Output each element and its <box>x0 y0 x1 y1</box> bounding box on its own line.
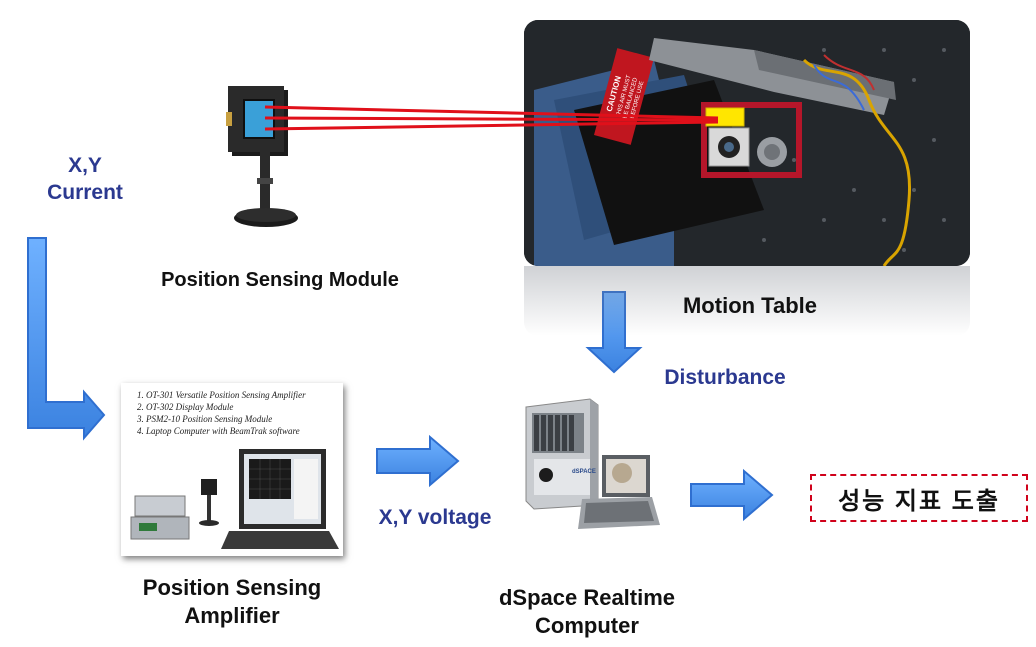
current-to-amplifier-arrow <box>27 237 106 441</box>
dspace-label-line2: Computer <box>535 613 639 638</box>
disturbance-down-arrow <box>585 291 643 374</box>
position-sensing-module-label: Position Sensing Module <box>161 269 399 291</box>
dspace-computer-photo: dSPACE <box>525 398 660 529</box>
disturbance-label: Disturbance <box>664 366 786 389</box>
amplifier-label-line2: Amplifier <box>184 603 280 628</box>
amplifier-component-list: 1. OT-301 Versatile Position Sensing Amp… <box>137 389 337 437</box>
motion-table-reflection <box>524 266 970 336</box>
xy-current-label: X,Y Current <box>30 152 140 206</box>
voltage-right-arrow <box>376 434 460 488</box>
xy-current-line1: X,Y <box>68 154 102 177</box>
result-right-arrow <box>690 468 774 522</box>
list-item: 3. PSM2-10 Position Sensing Module <box>137 414 273 424</box>
amplifier-equipment <box>130 449 339 549</box>
list-item: 2. OT-302 Display Module <box>137 402 234 412</box>
dspace-label: dSpace Realtime Computer <box>480 584 694 640</box>
position-sensing-module-photo <box>226 86 298 227</box>
dspace-brand-text: dSPACE <box>572 469 596 475</box>
amplifier-photo: 1. OT-301 Versatile Position Sensing Amp… <box>121 383 343 556</box>
amplifier-label: Position Sensing Amplifier <box>110 574 354 630</box>
xy-current-line2: Current <box>47 181 123 204</box>
motion-table-label: Motion Table <box>682 293 818 318</box>
performance-metric-box: 성능 지표 도출 <box>810 474 1028 522</box>
dspace-label-line1: dSpace Realtime <box>498 585 676 610</box>
amplifier-label-line1: Position Sensing <box>142 575 322 600</box>
xy-voltage-label: X,Y voltage <box>378 506 492 529</box>
list-item: 4. Laptop Computer with BeamTrak softwar… <box>137 426 300 436</box>
list-item: 1. OT-301 Versatile Position Sensing Amp… <box>137 390 306 400</box>
